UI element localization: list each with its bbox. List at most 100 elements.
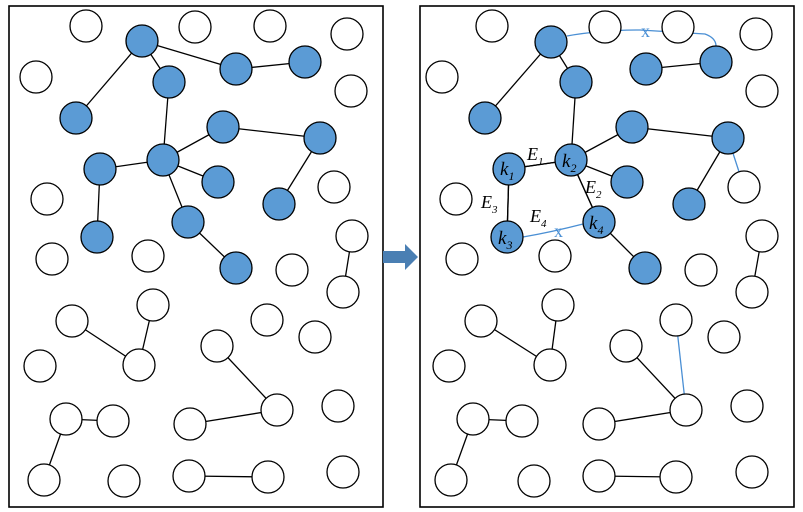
right-inactive-node	[745, 74, 779, 108]
left-inactive-node	[275, 253, 309, 287]
right-active-node	[699, 45, 733, 79]
right-inactive-node	[735, 455, 769, 489]
right-inactive-node	[517, 464, 551, 498]
right-inactive-node	[475, 9, 509, 43]
left-inactive-node	[298, 320, 332, 354]
left-inactive-node	[317, 170, 351, 204]
right-active-node	[492, 152, 526, 186]
left-panel-nodes	[19, 9, 369, 498]
left-inactive-node	[178, 10, 212, 44]
left-inactive-node	[27, 463, 61, 497]
edge-label-e4: E4	[529, 206, 547, 230]
left-inactive-node	[330, 17, 364, 51]
node-label-k3: k3	[498, 228, 512, 252]
right-active-node	[628, 251, 662, 285]
left-inactive-node	[200, 329, 234, 363]
left-active-node	[146, 143, 180, 177]
left-inactive-node	[334, 74, 368, 108]
left-inactive-node	[23, 349, 57, 383]
right-inactive-node	[735, 275, 769, 309]
left-inactive-node	[335, 219, 369, 253]
left-active-node	[59, 101, 93, 135]
left-inactive-node	[250, 303, 284, 337]
left-inactive-node	[253, 9, 287, 43]
left-active-node	[201, 165, 235, 199]
right-inactive-node	[538, 239, 572, 273]
cut-mark: x	[641, 21, 650, 41]
left-inactive-node	[131, 239, 165, 273]
left-inactive-node	[19, 60, 53, 94]
left-active-node	[83, 152, 117, 186]
left-active-node	[303, 121, 337, 155]
right-active-node	[711, 121, 745, 155]
left-inactive-node	[321, 389, 355, 423]
right-inactive-node	[456, 402, 490, 436]
left-inactive-node	[122, 348, 156, 382]
right-inactive-node	[588, 10, 622, 44]
right-inactive-node	[727, 170, 761, 204]
right-inactive-node	[432, 349, 466, 383]
right-active-node	[559, 65, 593, 99]
right-active-node	[615, 110, 649, 144]
left-inactive-node	[326, 455, 360, 489]
right-active-node	[582, 205, 616, 239]
right-active-node	[534, 25, 568, 59]
left-active-node	[288, 45, 322, 79]
right-inactive-node	[582, 459, 616, 493]
left-active-node	[80, 220, 114, 254]
edge-label-e3: E3	[480, 192, 498, 216]
right-inactive-node	[505, 404, 539, 438]
left-inactive-node	[173, 407, 207, 441]
left-inactive-node	[55, 304, 89, 338]
left-active-node	[262, 187, 296, 221]
right-active-node	[629, 52, 663, 86]
right-inactive-node	[425, 60, 459, 94]
left-inactive-node	[69, 9, 103, 43]
left-inactive-node	[326, 275, 360, 309]
right-arrow-icon	[383, 244, 418, 270]
right-inactive-node	[541, 288, 575, 322]
left-active-node	[219, 251, 253, 285]
left-inactive-node	[49, 402, 83, 436]
left-active-node	[152, 65, 186, 99]
right-inactive-node	[434, 463, 468, 497]
left-inactive-node	[30, 182, 64, 216]
right-active-node	[468, 101, 502, 135]
right-inactive-node	[659, 460, 693, 494]
right-inactive-node	[745, 219, 779, 253]
node-label-k4: k4	[589, 213, 603, 237]
left-active-node	[206, 110, 240, 144]
right-inactive-node	[707, 320, 741, 354]
right-active-node	[490, 220, 524, 254]
left-active-node	[171, 205, 205, 239]
right-inactive-node	[739, 17, 773, 51]
right-inactive-node	[661, 10, 695, 44]
right-active-node	[554, 143, 588, 177]
left-inactive-node	[260, 393, 294, 427]
left-active-node	[219, 52, 253, 86]
right-inactive-node	[533, 348, 567, 382]
right-inactive-node	[684, 253, 718, 287]
right-inactive-node	[659, 303, 693, 337]
left-inactive-node	[251, 460, 285, 494]
right-active-node	[672, 187, 706, 221]
right-inactive-node	[439, 182, 473, 216]
left-inactive-node	[96, 404, 130, 438]
right-inactive-node	[609, 329, 643, 363]
left-active-node	[125, 24, 159, 58]
left-inactive-node	[107, 464, 141, 498]
right-inactive-node	[445, 242, 479, 276]
right-inactive-node	[669, 393, 703, 427]
right-panel-nodes	[425, 9, 779, 498]
left-inactive-node	[35, 242, 69, 276]
right-edge	[484, 41, 552, 119]
right-active-node	[610, 165, 644, 199]
node-label-k2: k2	[562, 151, 576, 175]
edge-label-e1: E1	[526, 144, 544, 168]
edge-label-e2: E2	[584, 177, 602, 201]
cut-mark: x	[554, 221, 563, 241]
right-cut-edge-top	[566, 29, 717, 47]
right-cut-edge-k3-k4	[522, 223, 584, 238]
